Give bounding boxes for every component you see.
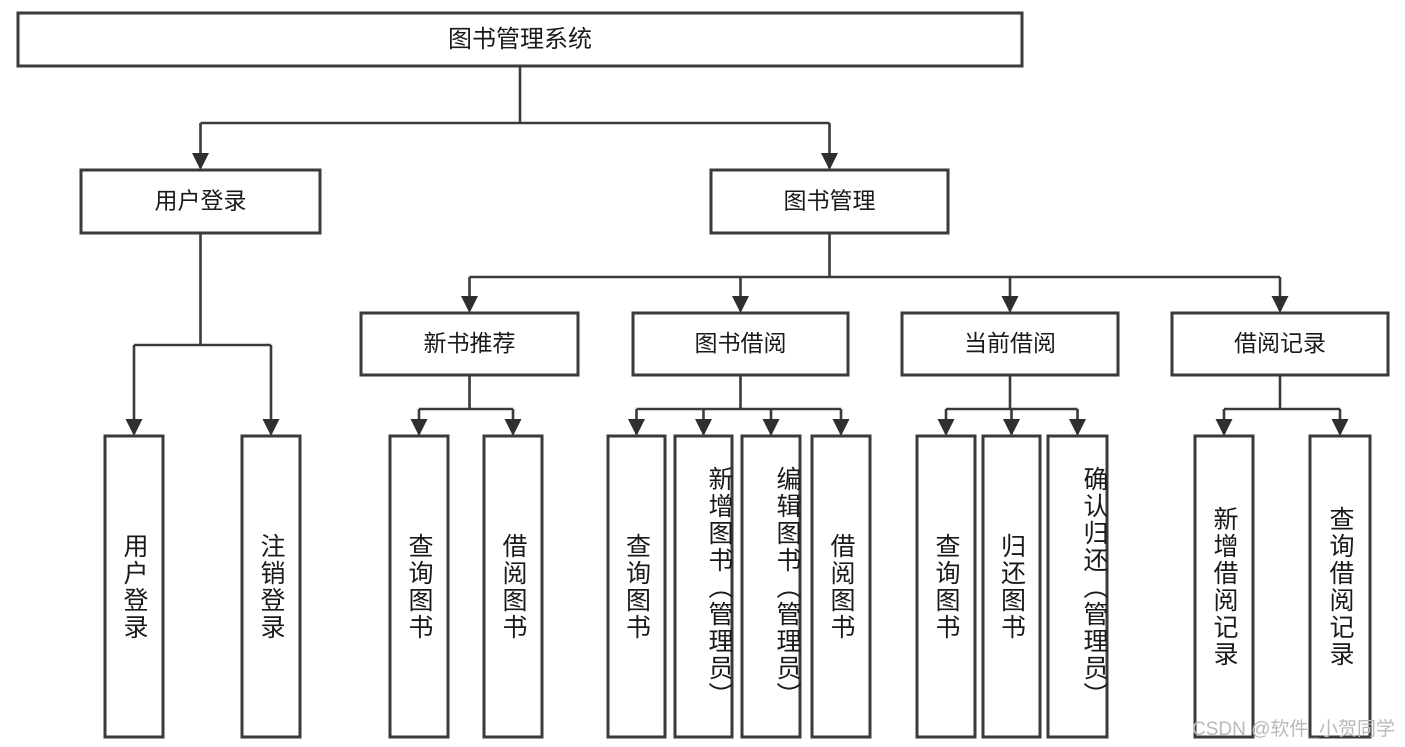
node-label-book-borrow: 图书借阅: [695, 330, 787, 356]
arrow-head: [410, 419, 428, 436]
node-box-leaf-add-borrow-record[interactable]: [1193, 434, 1255, 739]
node-box-leaf-logout[interactable]: [240, 434, 302, 739]
node-box-leaf-query-book-current[interactable]: [915, 434, 977, 739]
watermark: CSDN @软件_小贺同学: [1192, 719, 1395, 740]
node-book-borrow[interactable]: [631, 311, 850, 377]
node-label-borrow-record: 借阅记录: [1234, 330, 1326, 356]
node-leaf-edit-book[interactable]: [740, 434, 802, 739]
arrow-head: [695, 419, 712, 436]
node-leaf-borrow-book-recommend[interactable]: [482, 434, 544, 739]
node-box-leaf-add-book[interactable]: [673, 434, 734, 739]
arrow-head: [762, 419, 780, 436]
node-box-leaf-borrow-book-recommend[interactable]: [482, 434, 544, 739]
connector-new-book-recommend-to-leaves: [410, 375, 522, 436]
node-box-leaf-user-login[interactable]: [103, 434, 165, 739]
node-box-user-login[interactable]: [79, 168, 322, 235]
node-box-book-borrow[interactable]: [631, 311, 850, 377]
connector-root-to-level2: [192, 66, 838, 170]
boxes-layer: [16, 11, 1390, 739]
connector-book-borrow-to-leaves: [628, 375, 850, 436]
node-leaf-query-book-borrow[interactable]: [606, 434, 667, 739]
node-box-book-management[interactable]: [709, 168, 950, 235]
arrow-head: [125, 419, 143, 436]
node-label-root: 图书管理系统: [448, 26, 592, 53]
node-label-new-book-recommend: 新书推荐: [424, 330, 516, 356]
node-box-leaf-borrow-book[interactable]: [810, 434, 872, 739]
node-root[interactable]: [16, 11, 1024, 68]
node-leaf-add-book[interactable]: [673, 434, 734, 739]
node-label-current-borrow: 当前借阅: [964, 330, 1056, 356]
connector-book-management-to-level3: [461, 233, 1289, 313]
arrow-head: [504, 419, 522, 436]
node-box-leaf-edit-book[interactable]: [740, 434, 802, 739]
arrow-head: [1069, 419, 1086, 436]
node-box-leaf-query-borrow-record[interactable]: [1308, 434, 1372, 739]
arrow-head: [1001, 296, 1019, 313]
node-box-leaf-return-book[interactable]: [981, 434, 1042, 739]
node-box-new-book-recommend[interactable]: [359, 311, 580, 377]
node-leaf-logout[interactable]: [240, 434, 302, 739]
arrow-head: [1331, 419, 1349, 436]
node-book-management[interactable]: [709, 168, 950, 235]
node-label-book-management: 图书管理: [784, 188, 876, 214]
connectors-layer: [125, 66, 1349, 436]
node-leaf-confirm-return[interactable]: [1046, 434, 1109, 739]
node-leaf-user-login[interactable]: [103, 434, 165, 739]
node-user-login[interactable]: [79, 168, 322, 235]
arrow-head: [461, 296, 478, 313]
arrow-head: [1003, 419, 1020, 436]
node-borrow-record[interactable]: [1170, 311, 1390, 377]
node-new-book-recommend[interactable]: [359, 311, 580, 377]
arrow-head: [262, 419, 280, 436]
node-box-current-borrow[interactable]: [900, 311, 1120, 377]
connector-borrow-record-to-leaves: [1215, 375, 1349, 436]
node-leaf-borrow-book[interactable]: [810, 434, 872, 739]
node-box-leaf-confirm-return[interactable]: [1046, 434, 1109, 739]
node-leaf-query-book-recommend[interactable]: [388, 434, 450, 739]
arrow-head: [732, 296, 749, 313]
node-leaf-query-borrow-record[interactable]: [1308, 434, 1372, 739]
node-leaf-add-borrow-record[interactable]: [1193, 434, 1255, 739]
arrow-head: [192, 153, 209, 170]
node-box-leaf-query-book-recommend[interactable]: [388, 434, 450, 739]
arrow-head: [1271, 296, 1289, 313]
node-current-borrow[interactable]: [900, 311, 1120, 377]
arrow-head: [832, 419, 850, 436]
node-box-root[interactable]: [16, 11, 1024, 68]
connector-current-borrow-to-leaves: [937, 375, 1086, 436]
arrow-head: [821, 153, 838, 170]
node-box-leaf-query-book-borrow[interactable]: [606, 434, 667, 739]
arrow-head: [628, 419, 645, 436]
node-leaf-query-book-current[interactable]: [915, 434, 977, 739]
arrow-head: [937, 419, 955, 436]
node-leaf-return-book[interactable]: [981, 434, 1042, 739]
connector-user-login-to-leaves: [125, 233, 280, 436]
node-box-borrow-record[interactable]: [1170, 311, 1390, 377]
arrow-head: [1215, 419, 1233, 436]
node-label-user-login: 用户登录: [155, 188, 247, 214]
